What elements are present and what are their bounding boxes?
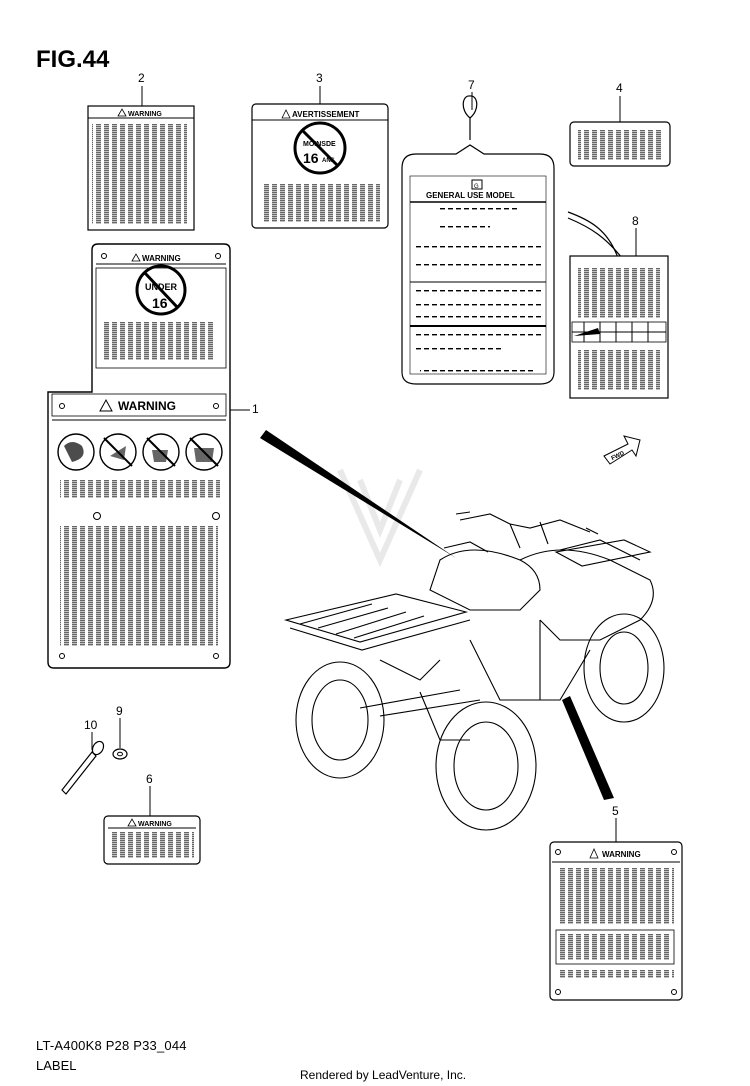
rendered-by-credit: Rendered by LeadVenture, Inc.	[300, 1068, 467, 1082]
callout-8: 8	[632, 214, 639, 228]
label-1-main-warning-sticker: WARNING UNDER 16 WARNING	[47, 243, 231, 669]
callout-2: 2	[138, 71, 145, 85]
figure-title: FIG.44	[36, 46, 110, 73]
forward-arrow-icon: FWD	[603, 435, 641, 465]
label-7-title: GENERAL USE MODEL	[426, 191, 515, 200]
callout-10: 10	[84, 718, 98, 732]
label-1-under: UNDER	[145, 282, 178, 292]
callout-9: 9	[116, 704, 123, 718]
svg-text:G: G	[474, 184, 479, 190]
forward-label: FWD	[611, 450, 627, 462]
label-5-title: WARNING	[602, 850, 641, 859]
label-1-age: 16	[152, 295, 168, 311]
label-2-warning-sticker: WARNING	[87, 105, 195, 231]
label-5-warning-sticker: WARNING	[549, 841, 683, 1001]
label-3-moins-de: MOINSDE	[303, 141, 336, 148]
callout-7: 7	[468, 78, 475, 92]
label-6-title: WARNING	[138, 821, 172, 828]
pictogram-row	[57, 433, 223, 471]
label-7-general-use-tag: G GENERAL USE MODEL	[401, 95, 555, 385]
figure-model-code: LT-A400K8 P28 P33_044	[36, 1038, 187, 1053]
watermark-logo	[337, 468, 423, 568]
label-3-age: 16	[303, 150, 319, 166]
label-2-title: WARNING	[128, 111, 162, 118]
part-9-washer	[112, 748, 128, 760]
label-8-hang-tag	[567, 211, 669, 399]
callout-1: 1	[252, 402, 259, 416]
callout-4: 4	[616, 81, 623, 95]
callout-6: 6	[146, 772, 153, 786]
label-1-title: WARNING	[118, 399, 176, 413]
figure-name: LABEL	[36, 1058, 77, 1073]
pointer-wedge-upper	[260, 430, 456, 558]
callout-5: 5	[612, 804, 619, 818]
label-1-upper-title: WARNING	[142, 254, 181, 263]
label-3-avertissement-sticker: AVERTISSEMENT MOINSDE 16 ANS	[251, 103, 389, 229]
label-3-ans: ANS	[322, 158, 335, 164]
label-4-sticker	[569, 121, 671, 167]
callout-3: 3	[316, 71, 323, 85]
atv-vehicle-drawing	[283, 511, 665, 831]
pointer-wedge-lower	[562, 696, 614, 800]
callout-leaders	[91, 86, 637, 842]
part-10-rivet	[61, 740, 105, 795]
label-3-title: AVERTISSEMENT	[292, 110, 360, 119]
label-6-warning-sticker: WARNING	[103, 815, 201, 865]
